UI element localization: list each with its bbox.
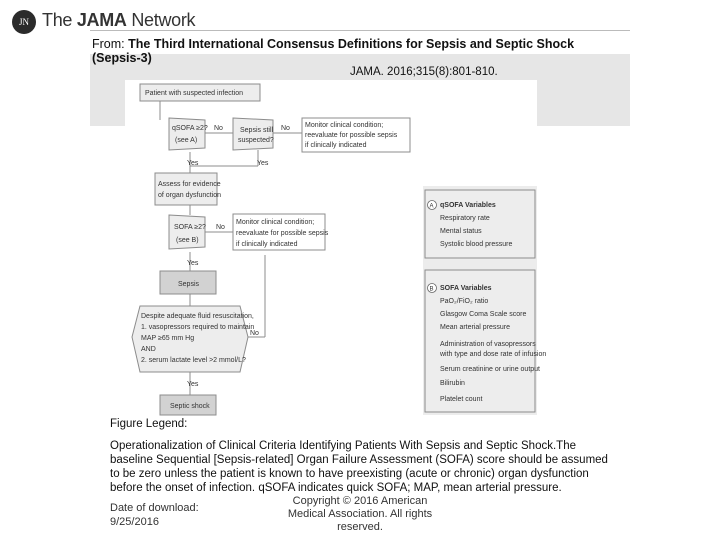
assess-line-1: Assess for evidence (158, 181, 221, 188)
panel-a-letter: A (430, 204, 434, 210)
panel-b-item: Serum creatinine or urine output (440, 366, 540, 373)
septic-shock-criteria-box (131, 305, 249, 373)
sofa-decision-box (168, 214, 206, 250)
jama-network-wordmark[interactable]: The JAMA Network (42, 10, 196, 31)
yes-label-2: Yes (257, 160, 269, 167)
panel-b-badge-icon (427, 283, 437, 293)
brand-suffix: Network (126, 10, 196, 30)
no-label-2: No (281, 125, 290, 132)
qsofa-decision-box (168, 117, 206, 151)
panel-b-box (424, 269, 536, 413)
no-label-3: No (216, 224, 225, 231)
qsofa-see: (see A) (175, 137, 197, 144)
yes-label-3: Yes (187, 260, 199, 267)
no-label-4: No (250, 330, 259, 337)
assess-box (154, 172, 218, 206)
panel-a-item: Respiratory rate (440, 215, 490, 222)
sepsis-still-line-2: suspected? (238, 137, 274, 144)
yes-label-4: Yes (187, 381, 199, 388)
sofa-see: (see B) (176, 237, 199, 244)
panel-b-item: Platelet count (440, 396, 482, 403)
panel-a-title: qSOFA Variables (440, 202, 496, 209)
panel-b-item: Bilirubin (440, 380, 465, 387)
monitor-2-line-2: reevaluate for possible sepsis (236, 230, 329, 237)
shock-criteria-line-5: 2. serum lactate level >2 mmol/L? (141, 357, 246, 364)
monitor-box-2 (232, 213, 326, 251)
article-title[interactable]: The Third International Consensus Defini… (92, 37, 575, 65)
septic-shock-label: Septic shock (170, 403, 210, 410)
panel-a-box (424, 189, 536, 259)
figure-legend-text: Operationalization of Clinical Criteria … (110, 440, 608, 494)
panel-b-item: with type and dose rate of infusion (439, 351, 546, 358)
panel-b-letter: B (430, 287, 434, 293)
panel-b-item: Mean arterial pressure (440, 324, 510, 331)
figure-legend-label: Figure Legend: (110, 418, 188, 430)
monitor-1-line-3: if clinically indicated (305, 142, 367, 149)
panel-a-badge-icon (427, 200, 437, 210)
shock-criteria-line-2: 1. vasopressors required to maintain (141, 324, 254, 331)
copyright-notice: Copyright © 2016 American Medical Associ… (287, 495, 433, 533)
sepsis-box (159, 270, 217, 295)
jama-network-logo-icon: JN (12, 10, 36, 34)
brand-strong: JAMA (76, 10, 127, 30)
no-label-1: No (214, 125, 223, 132)
monitor-1-line-1: Monitor clinical condition; (305, 122, 383, 129)
monitor-box-1 (301, 117, 411, 153)
shock-criteria-line-1: Despite adequate fluid resuscitation, (141, 313, 254, 320)
brand-prefix: The (42, 10, 77, 30)
panel-a-item: Mental status (440, 228, 482, 235)
panel-a-item: Systolic blood pressure (440, 241, 512, 248)
sepsis-suspected-box (232, 117, 274, 151)
panel-b-item: Glasgow Coma Scale score (440, 311, 526, 318)
yes-label-1: Yes (187, 160, 199, 167)
sepsis-label: Sepsis (178, 281, 200, 288)
assess-line-2: of organ dysfunction (158, 192, 221, 199)
article-source: From: The Third International Consensus … (92, 37, 612, 65)
header-rule (90, 30, 630, 31)
start-box (139, 83, 261, 102)
download-date: 9/25/2016 (110, 516, 159, 528)
shock-criteria-line-4: AND (141, 346, 156, 353)
citation: JAMA. 2016;315(8):801-810. (350, 66, 498, 78)
panel-b-title: SOFA Variables (440, 285, 492, 292)
septic-shock-box (159, 394, 217, 416)
sofa-question: SOFA ≥2? (174, 224, 206, 231)
monitor-2-line-3: if clinically indicated (236, 241, 298, 248)
monitor-1-line-2: reevaluate for possible sepsis (305, 132, 398, 139)
panel-b-item: Administration of vasopressors (440, 341, 536, 348)
download-date-label: Date of download: (110, 502, 199, 514)
start-label: Patient with suspected infection (145, 90, 243, 97)
panel-b-item: PaO₂/FiO₂ ratio (440, 298, 488, 305)
from-label: From: (92, 37, 125, 51)
shock-criteria-line-3: MAP ≥65 mm Hg (141, 335, 194, 342)
qsofa-question: qSOFA ≥2? (172, 125, 208, 132)
monitor-2-line-1: Monitor clinical condition; (236, 219, 314, 226)
sepsis-still-line-1: Sepsis still (240, 127, 274, 134)
